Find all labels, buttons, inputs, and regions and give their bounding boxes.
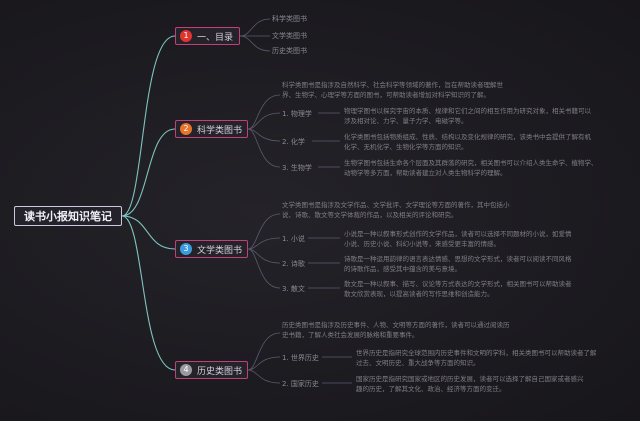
text-line: 化学类图书包括物质组成、性质、结构以及变化规律的研究，该类书中会提供了解有机 [344, 133, 591, 141]
text-line: 散文是一种以叙事、描写、议论等方式表达的文学形式，相关图书可以帮助读者 [344, 280, 572, 288]
root-node[interactable]: 读书小报知识笔记 [14, 206, 122, 226]
link-root-b3 [121, 215, 176, 250]
biology-desc: 生物学图书包括生命各个层面及其群落的研究，相关图书可以介绍人类生命学、植物学、 … [344, 158, 598, 178]
leaf-literature-books[interactable]: 文学类图书 [272, 32, 307, 40]
link-b1-leaf1 [239, 18, 271, 37]
national-history-desc: 国家历史是指研究国家或地区的历史发展，读者可以选择了解自己国家或者感兴 趣的历史… [356, 374, 584, 394]
history-intro: 历史类图书是指涉及历史事件、人物、文明等方面的著作，读者可以通过阅读历 史书籍，… [282, 320, 510, 340]
text-line: 界、生物学、心理学等方面的图书，可帮助读者增加对科学知识的了解。 [282, 91, 490, 99]
link-b4-sub2 [247, 369, 281, 384]
sub-biology[interactable]: 3. 生物学 [282, 164, 312, 172]
number-4-icon: 4 [180, 364, 192, 376]
link-b3-sub1 [247, 237, 281, 250]
link-b2-sub1 [247, 112, 281, 130]
text-line: 涉及相对论、力学、量子力学、电磁学等。 [344, 117, 468, 125]
link-b3-intro [247, 213, 281, 250]
science-intro: 科学类图书是指涉及自然科学、社会科学等领域的著作，旨在帮助读者理解世 界、生物学… [282, 80, 503, 100]
text-line: 动物学等多方面，帮助读者建立对人类生物科学的理解。 [344, 169, 507, 177]
link-root-b2 [121, 128, 176, 217]
number-2-icon: 2 [180, 123, 192, 135]
branch-label: 历史类图书 [197, 366, 243, 377]
link-b4-sub1 [247, 356, 281, 371]
text-line: 国家历史是指研究国家或地区的历史发展，读者可以选择了解自己国家或者感兴 [356, 375, 584, 383]
link-b1-leaf3 [239, 35, 271, 52]
link-b2-intro [247, 94, 281, 130]
text-line: 史书籍，了解人类社会发展的脉络和重要事件。 [282, 331, 419, 339]
link-b3-sub3 [247, 248, 281, 289]
poetry-desc: 诗歌是一种运用韵律的语言表达情感、思想的文学形式，读者可以阅读不同风格 的诗歌作… [344, 254, 572, 274]
text-line: 小说、历史小说、科幻小说等，来感受更丰富的情感。 [344, 240, 500, 248]
link-root-b4 [121, 215, 176, 371]
prose-desc: 散文是一种以叙事、描写、议论等方式表达的文学形式，相关图书可以帮助读者 散文欣赏… [344, 279, 572, 299]
world-history-desc: 世界历史是指研究全球范围内历史事件和文明的学科，相关类图书可以帮助读者了解 过去… [356, 348, 597, 368]
sub-physics[interactable]: 1. 物理学 [282, 110, 312, 118]
physics-desc: 物理学图书以探究宇宙的本质、规律和它们之间的相互作用为研究对象，相关书籍可以 涉… [344, 106, 591, 126]
text-line: 诗歌是一种运用韵律的语言表达情感、思想的文学形式，读者可以阅读不同风格 [344, 255, 572, 263]
text-line: 科学类图书是指涉及自然科学、社会科学等领域的著作，旨在帮助读者理解世 [282, 81, 503, 89]
link-b4-intro [247, 332, 281, 371]
text-line: 散文欣赏表现，以提高读者的写作思维和创造能力。 [344, 290, 494, 298]
root-label: 读书小报知识笔记 [24, 210, 112, 223]
text-line: 说、诗歌、散文等文学体裁的作品，以及相关的评论和研究。 [282, 211, 458, 219]
text-line: 小说是一种以叙事形式创作的文学作品，读者可以选择不同题材的小说，如爱情 [344, 230, 572, 238]
branch-node-catalog[interactable]: 1 一、目录 [175, 27, 240, 45]
sub-world-history[interactable]: 1. 世界历史 [282, 354, 319, 362]
text-line: 化学、无机化学、生物化学等方面的知识。 [344, 143, 468, 151]
text-line: 世界历史是指研究全球范围内历史事件和文明的学科，相关类图书可以帮助读者了解 [356, 349, 597, 357]
link-b2-sub2 [247, 128, 281, 142]
branch-node-literature[interactable]: 3 文学类图书 [175, 240, 248, 258]
number-1-icon: 1 [180, 30, 192, 42]
number-3-icon: 3 [180, 243, 192, 255]
sub-national-history[interactable]: 2. 国家历史 [282, 380, 319, 388]
text-line: 趣的历史，了解其文化、政治、经济等方面的变迁。 [356, 385, 506, 393]
branch-label: 文学类图书 [197, 245, 243, 256]
sub-poetry[interactable]: 2. 诗歌 [282, 260, 305, 268]
branch-node-science[interactable]: 2 科学类图书 [175, 120, 248, 138]
text-line: 文学类图书是指涉及文学作品、文学批评、文学理论等方面的著作，其中包括小 [282, 201, 510, 209]
branch-label: 科学类图书 [197, 125, 243, 136]
leaf-history-books[interactable]: 历史类图书 [272, 47, 307, 55]
text-line: 生物学图书包括生命各个层面及其群落的研究，相关图书可以介绍人类生命学、植物学、 [344, 159, 598, 167]
link-b2-sub3 [247, 128, 281, 168]
link-b3-sub2 [247, 248, 281, 264]
sub-prose[interactable]: 3. 散文 [282, 285, 305, 293]
text-line: 过去、文明历史、重大战争等方面的知识。 [356, 359, 480, 367]
link-root-b1 [121, 35, 176, 217]
branch-node-history[interactable]: 4 历史类图书 [175, 361, 248, 379]
text-line: 历史类图书是指涉及历史事件、人物、文明等方面的著作，读者可以通过阅读历 [282, 321, 510, 329]
leaf-science-books[interactable]: 科学类图书 [272, 15, 307, 23]
literature-intro: 文学类图书是指涉及文学作品、文学批评、文学理论等方面的著作，其中包括小 说、诗歌… [282, 200, 510, 220]
branch-label: 一、目录 [197, 32, 234, 43]
text-line: 物理学图书以探究宇宙的本质、规律和它们之间的相互作用为研究对象，相关书籍可以 [344, 107, 591, 115]
chemistry-desc: 化学类图书包括物质组成、性质、结构以及变化规律的研究，该类书中会提供了解有机 化… [344, 132, 591, 152]
novel-desc: 小说是一种以叙事形式创作的文学作品，读者可以选择不同题材的小说，如爱情 小说、历… [344, 229, 572, 249]
sub-novel[interactable]: 1. 小说 [282, 235, 305, 243]
sub-chemistry[interactable]: 2. 化学 [282, 138, 305, 146]
text-line: 的诗歌作品，感受其中蕴含的美与意境。 [344, 265, 461, 273]
